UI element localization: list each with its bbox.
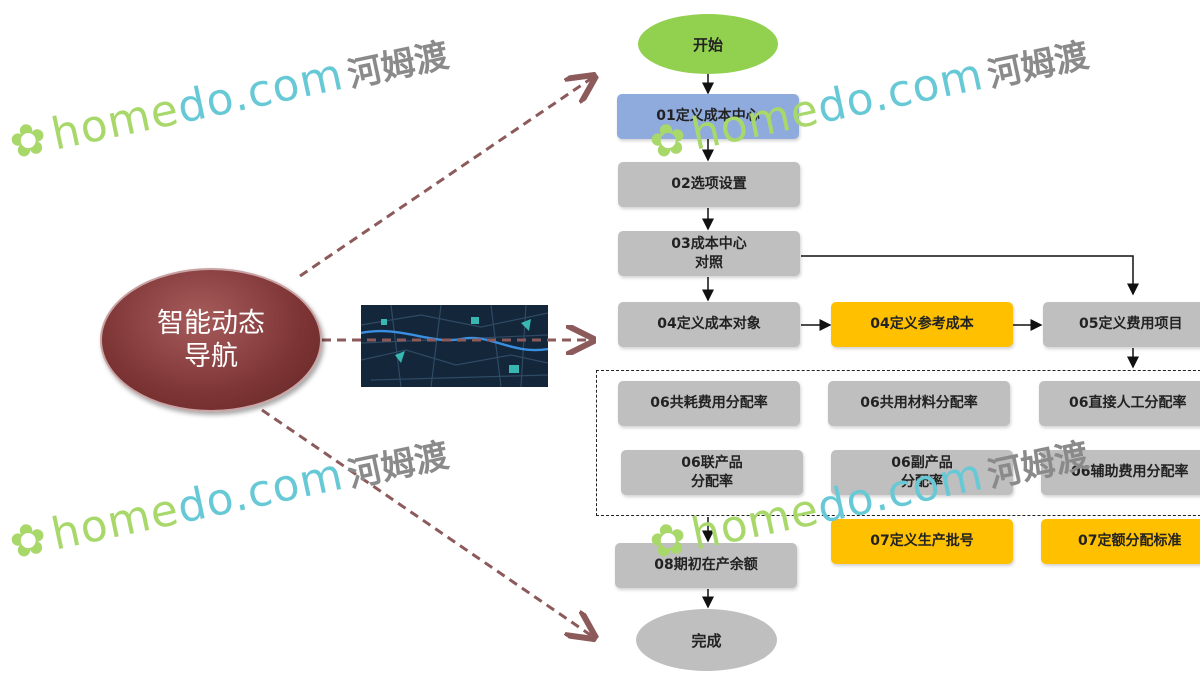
arrow-03-05 <box>801 255 1139 296</box>
step-03-label-line1: 03成本中心 <box>671 235 747 252</box>
step-06-byproduct-rate[interactable]: 06副产品 分配率 <box>831 450 1013 495</box>
step-06e-label-line1: 06副产品 <box>891 454 953 471</box>
step-05-define-expense-items[interactable]: 05定义费用项目 <box>1043 302 1200 347</box>
step-04b-label: 04定义参考成本 <box>870 316 974 332</box>
step-04-define-cost-object[interactable]: 04定义成本对象 <box>618 302 800 347</box>
step-06b-label: 06共用材料分配率 <box>860 395 978 411</box>
step-06e-label-line2: 分配率 <box>901 473 943 490</box>
step-01-label: 01定义成本中心 <box>656 108 760 124</box>
hub-label-line2: 导航 <box>184 341 238 372</box>
end-node[interactable]: 完成 <box>636 609 777 671</box>
step-01-define-cost-center[interactable]: 01定义成本中心 <box>617 94 799 139</box>
start-node[interactable]: 开始 <box>638 14 778 74</box>
allocation-rates-group <box>596 370 1200 516</box>
step-05-label: 05定义费用项目 <box>1079 316 1183 332</box>
nav-arrow-down <box>261 408 592 636</box>
start-label: 开始 <box>692 35 723 54</box>
step-08-label: 08期初在产余额 <box>654 557 758 573</box>
step-06d-label-line2: 分配率 <box>691 473 733 490</box>
step-07-define-production-batch[interactable]: 07定义生产批号 <box>831 519 1013 564</box>
nav-arrow-up <box>299 78 592 278</box>
step-07a-label: 07定义生产批号 <box>870 533 974 549</box>
city-map-thumbnail <box>361 305 548 387</box>
step-03-label-line2: 对照 <box>695 254 723 271</box>
end-label: 完成 <box>691 631 722 650</box>
step-06a-label: 06共耗费用分配率 <box>650 395 768 411</box>
step-04-define-reference-cost[interactable]: 04定义参考成本 <box>831 302 1013 347</box>
step-04a-label: 04定义成本对象 <box>657 316 761 332</box>
step-08-opening-wip-balance[interactable]: 08期初在产余额 <box>615 543 797 588</box>
step-06c-label: 06直接人工分配率 <box>1069 395 1187 411</box>
hub-label-line1: 智能动态 <box>157 308 265 339</box>
step-06-auxiliary-expense-rate[interactable]: 06辅助费用分配率 <box>1041 450 1200 495</box>
step-03-cost-center-mapping[interactable]: 03成本中心 对照 <box>618 231 800 276</box>
step-02-label: 02选项设置 <box>671 176 747 192</box>
step-06d-label-line1: 06联产品 <box>681 454 743 471</box>
step-07b-label: 07定额分配标准 <box>1078 533 1182 549</box>
step-06-shared-expense-rate[interactable]: 06共耗费用分配率 <box>618 381 800 426</box>
step-06-direct-labor-rate[interactable]: 06直接人工分配率 <box>1039 381 1200 426</box>
smart-navigation-hub: 智能动态 导航 <box>100 268 322 412</box>
step-07-quota-allocation-standard[interactable]: 07定额分配标准 <box>1041 519 1200 564</box>
step-02-option-settings[interactable]: 02选项设置 <box>618 162 800 207</box>
step-06-shared-material-rate[interactable]: 06共用材料分配率 <box>828 381 1010 426</box>
step-06-joint-product-rate[interactable]: 06联产品 分配率 <box>621 450 803 495</box>
step-06f-label: 06辅助费用分配率 <box>1071 464 1189 480</box>
